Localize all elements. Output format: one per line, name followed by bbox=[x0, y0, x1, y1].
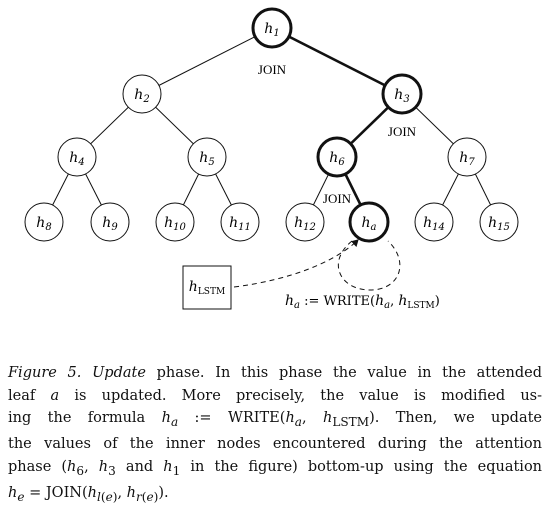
caption-figure-label: Figure 5. Update bbox=[8, 365, 146, 381]
join-label-2: JOIN bbox=[388, 124, 417, 139]
tree-node-h5: h5 bbox=[187, 137, 227, 177]
tree-node-h6: h6 bbox=[316, 136, 358, 178]
tree-node-h4: h4 bbox=[57, 137, 97, 177]
caption-line-5: phase (h6, h3 and h1 in the figure) bott… bbox=[8, 458, 543, 478]
tree-edge-h1-h2 bbox=[141, 27, 273, 95]
caption-line-4: the values of the inner nodes encountere… bbox=[8, 436, 542, 453]
write-arrow bbox=[233, 239, 359, 288]
tree-node-h7: h7 bbox=[447, 137, 487, 177]
lstm-box bbox=[182, 265, 232, 310]
join-label-3: JOIN bbox=[323, 191, 352, 206]
write-formula: ha := WRITE(ha, hLSTM) bbox=[285, 293, 440, 311]
tree-node-h9: h9 bbox=[90, 202, 130, 242]
tree-node-h3: h3 bbox=[381, 73, 423, 115]
tree-node-h12: h12 bbox=[285, 202, 325, 242]
caption-line-3: ing the formula ha := WRITE(ha, hLSTM). … bbox=[8, 410, 543, 429]
figure-caption: Figure 5. Update phase. In this phase th… bbox=[8, 362, 542, 509]
tree-node-h1: h1 bbox=[251, 7, 293, 49]
tree-diagram: h1 h2 h3 h4 h5 h6 h7 h8 h9 h10 h11 h12 ha h14 h15 JOIN… bbox=[24, 7, 519, 311]
tree-node-ha: ha bbox=[348, 201, 390, 243]
tree-node-h14: h14 bbox=[414, 202, 454, 242]
tree-node-h2: h2 bbox=[122, 74, 162, 114]
caption-line-2: leaf a is updated. More precisely, the v… bbox=[8, 387, 542, 404]
caption-line-1: Figure 5. Update phase. In this phase th… bbox=[8, 365, 542, 381]
tree-node-h8: h8 bbox=[24, 202, 64, 242]
tree-node-h10: h10 bbox=[155, 202, 195, 242]
tree-node-h11: h11 bbox=[220, 202, 260, 242]
update-loop bbox=[337, 240, 401, 291]
caption-line-6: he = JOIN(hl(e), hr(e)). bbox=[8, 485, 169, 505]
tree-node-h15: h15 bbox=[479, 202, 519, 242]
join-label-1: JOIN bbox=[258, 62, 287, 77]
tree-edge-h1-h3 bbox=[271, 26, 403, 96]
